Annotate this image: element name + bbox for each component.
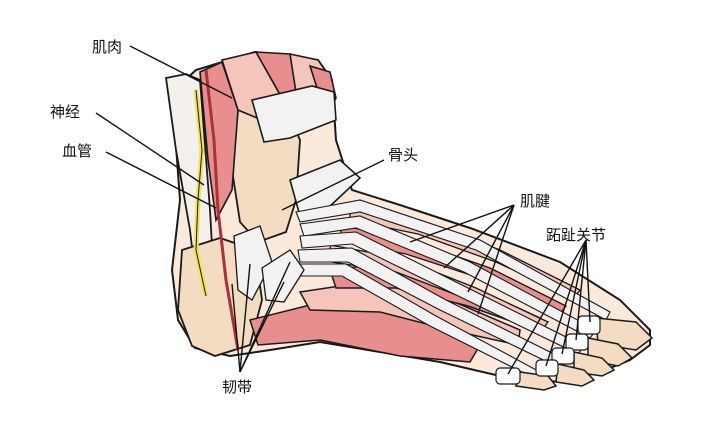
- label-toe-joint: 跖趾关节: [546, 226, 606, 244]
- label-bone: 骨头: [388, 146, 418, 164]
- toes: [515, 317, 654, 391]
- toe-joint-capsules: [495, 315, 601, 385]
- toe-4: [555, 363, 596, 387]
- vessel-strand: [204, 69, 240, 351]
- label-ligament: 韧带: [222, 378, 252, 396]
- label-tendon: 肌腱: [520, 192, 550, 210]
- label-muscle: 肌肉: [92, 38, 122, 56]
- retinaculum-band-lower: [289, 159, 362, 217]
- leader-lines: [95, 45, 591, 375]
- nerve-strand-outline: [195, 89, 207, 297]
- label-vessel: 血管: [62, 142, 92, 160]
- retinaculum-band: [250, 85, 337, 143]
- label-nerve: 神经: [50, 103, 80, 121]
